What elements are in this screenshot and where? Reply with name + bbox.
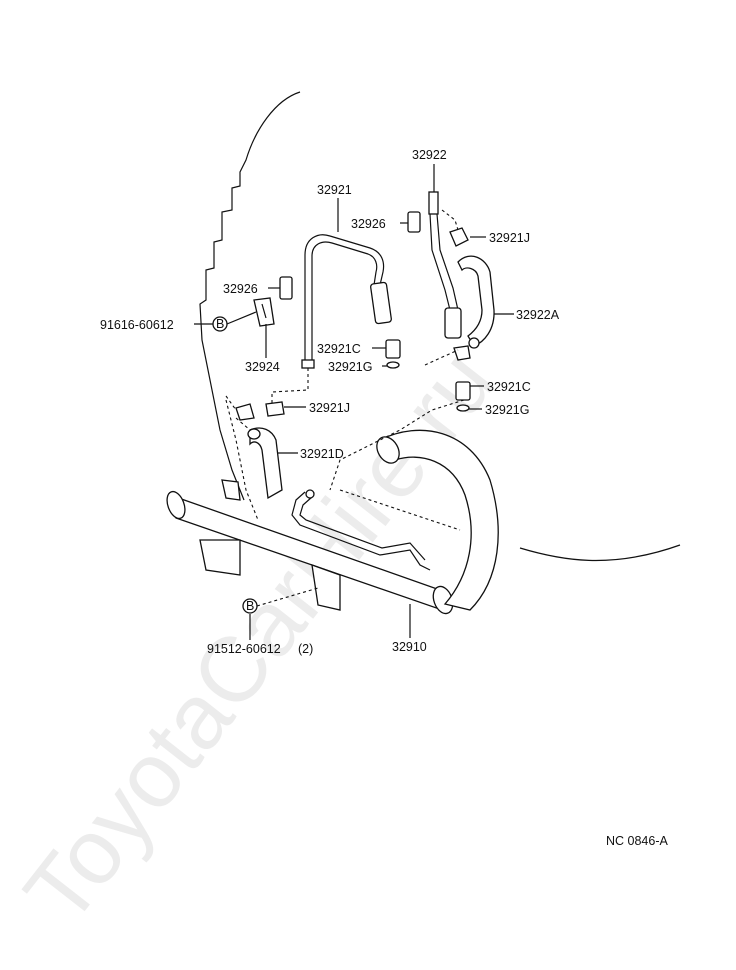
label-91616-60612: 91616-60612 [100, 318, 174, 332]
label-32921D: 32921D [300, 447, 344, 461]
label-32921: 32921 [317, 183, 352, 197]
watermark: ToyotaCarHire.ru [5, 332, 513, 943]
label-32926-upper: 32926 [351, 217, 386, 231]
diagram-code: NC 0846-A [606, 834, 668, 848]
part-32922A-hose [457, 255, 495, 349]
part-32921-pipe [301, 234, 392, 369]
label-32921C-right: 32921C [487, 380, 531, 394]
label-32921G-left: 32921G [328, 360, 372, 374]
label-32921G-right: 32921G [485, 403, 529, 417]
label-91512-quantity: (2) [298, 642, 313, 656]
part-32910-assembly [166, 429, 499, 615]
label-32921J-lower: 32921J [309, 401, 350, 415]
fittings: B B [212, 211, 471, 614]
label-32926-lower: 32926 [223, 282, 258, 296]
label-91512-60612: 91512-60612 [207, 642, 281, 656]
label-32924: 32924 [245, 360, 280, 374]
leader-lines [194, 164, 514, 640]
bolt-marker-b: B [246, 599, 254, 613]
part-32922-pipe [428, 191, 462, 339]
part-32921D-hose [247, 427, 283, 500]
transmission-outline [199, 91, 681, 562]
label-32922A: 32922A [516, 308, 560, 322]
assembly-guides [225, 209, 465, 607]
part-labels: 32922 32921 32926 32921J 32926 32922A 91… [100, 148, 668, 848]
label-32922: 32922 [412, 148, 447, 162]
label-32910: 32910 [392, 640, 427, 654]
label-32921C-left: 32921C [317, 342, 361, 356]
bolt-marker-a: B [216, 317, 224, 331]
label-32921J-upper: 32921J [489, 231, 530, 245]
